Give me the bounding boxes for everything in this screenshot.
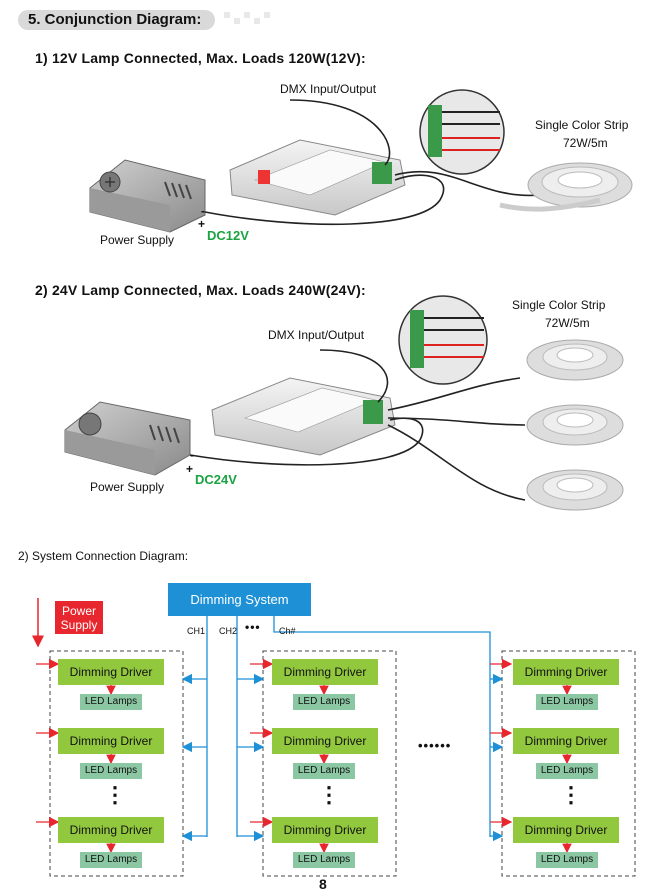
voltage-label-2: DC24V: [195, 472, 237, 487]
dimming-driver: Dimming Driver: [513, 728, 619, 754]
decoder-2: [211, 377, 396, 456]
vertical-ellipsis: ⋮: [104, 782, 126, 807]
diagram2-wires: [189, 349, 526, 501]
driver-group-3: [501, 650, 636, 877]
plus-sign-2: +: [186, 462, 194, 476]
decoder-1: [229, 139, 406, 216]
led-strip-reel-2c: [526, 469, 624, 511]
zoom-inset-1: [419, 89, 505, 175]
decorative-square: [254, 18, 260, 24]
dmx-label-2: DMX Input/Output: [268, 328, 365, 342]
led-lamps: LED Lamps: [536, 694, 598, 710]
dimming-driver: Dimming Driver: [513, 659, 619, 685]
voltage-label-1: DC12V: [207, 228, 249, 243]
led-lamps: LED Lamps: [293, 852, 355, 868]
dimming-driver: Dimming Driver: [58, 817, 164, 843]
led-strip-reel-2b: [526, 404, 624, 446]
section-title: 5. Conjunction Diagram:: [18, 10, 216, 30]
driver-group-2: [262, 650, 397, 877]
dmx-label-1: DMX Input/Output: [280, 82, 377, 96]
decorative-square: [224, 12, 230, 18]
strip-label-2: Single Color Strip: [512, 298, 606, 312]
channel-label-ch1: CH1: [187, 626, 206, 636]
power-supply-1: [89, 159, 206, 233]
power-arrows: [36, 658, 513, 828]
strip-power-2: 72W/5m: [545, 316, 590, 330]
vertical-ellipsis: ⋮: [560, 782, 582, 807]
led-lamps: LED Lamps: [293, 763, 355, 779]
channel-lines: [206, 616, 491, 837]
led-lamps: LED Lamps: [293, 694, 355, 710]
led-lamps: LED Lamps: [536, 852, 598, 868]
driver-to-lamp-arrows: [106, 685, 572, 854]
more-groups-ellipsis: ••••••: [418, 738, 452, 753]
power-supply-label-2: Power Supply: [90, 480, 165, 494]
diagram2-title: 2) 24V Lamp Connected, Max. Loads 240W(2…: [35, 282, 366, 298]
channel-arrows: [181, 673, 504, 842]
led-strip-reel-1: [499, 162, 633, 212]
minus-sign-2: -: [190, 448, 194, 462]
power-supply-line1: Power: [61, 604, 96, 618]
power-supply-line2: Supply: [60, 618, 98, 632]
zoom-inset-2: [398, 295, 488, 385]
plus-sign-1: +: [198, 217, 206, 231]
led-lamps: LED Lamps: [80, 763, 142, 779]
dimming-driver: Dimming Driver: [272, 659, 378, 685]
power-supply-box: Power Supply: [55, 601, 103, 634]
led-strip-reel-2a: [526, 339, 624, 381]
minus-sign-1: -: [201, 204, 205, 218]
decorative-square: [244, 12, 250, 18]
led-lamps: LED Lamps: [80, 852, 142, 868]
led-lamps: LED Lamps: [536, 763, 598, 779]
decorative-square: [264, 12, 270, 18]
diagram1-wires: [204, 99, 541, 226]
power-supply-2: [64, 401, 191, 476]
channel-label-ch2: CH2: [219, 626, 238, 636]
section-header: 5. Conjunction Diagram:: [18, 10, 280, 30]
dimming-driver: Dimming Driver: [272, 817, 378, 843]
vertical-ellipsis: ⋮: [318, 782, 340, 807]
system-title: 2) System Connection Diagram:: [18, 549, 189, 563]
strip-power-1: 72W/5m: [563, 136, 608, 150]
dimming-driver: Dimming Driver: [272, 728, 378, 754]
page-number: 8: [319, 876, 327, 892]
dimming-system-box: Dimming System: [168, 583, 311, 616]
diagram1-title: 1) 12V Lamp Connected, Max. Loads 120W(1…: [35, 50, 366, 66]
strip-label-1: Single Color Strip: [535, 118, 629, 132]
decorative-square: [234, 18, 240, 24]
led-lamps: LED Lamps: [80, 694, 142, 710]
power-supply-label-1: Power Supply: [100, 233, 175, 247]
channel-ellipsis: •••: [245, 620, 261, 634]
dimming-driver: Dimming Driver: [513, 817, 619, 843]
driver-group-1: [49, 650, 184, 877]
dimming-driver: Dimming Driver: [58, 659, 164, 685]
dimming-driver: Dimming Driver: [58, 728, 164, 754]
channel-label-chn: Ch#: [279, 626, 296, 636]
